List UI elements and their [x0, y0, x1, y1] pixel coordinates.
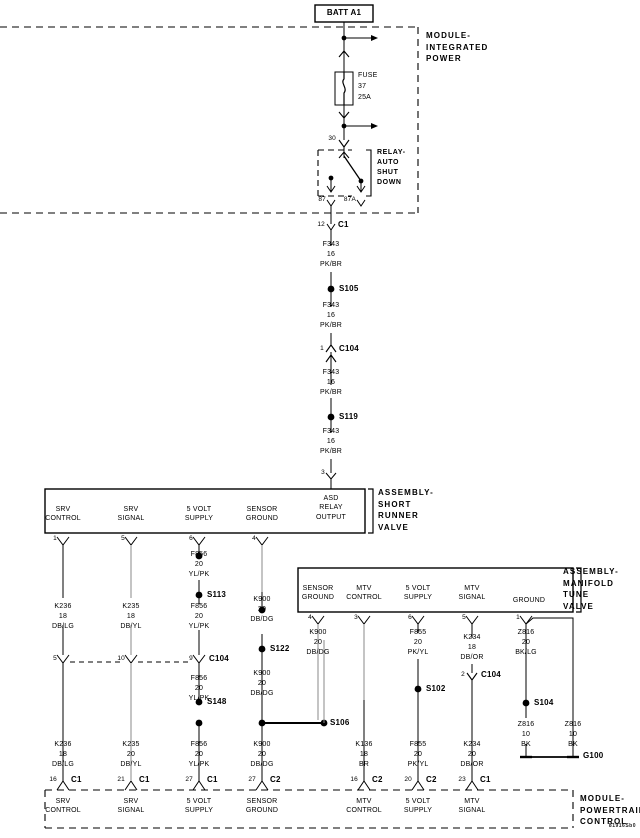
wiring-diagram: BATT A1 MODULE- INTEGRATED POWER FUSE 37… [0, 4, 640, 829]
diagram-lines [0, 4, 582, 829]
